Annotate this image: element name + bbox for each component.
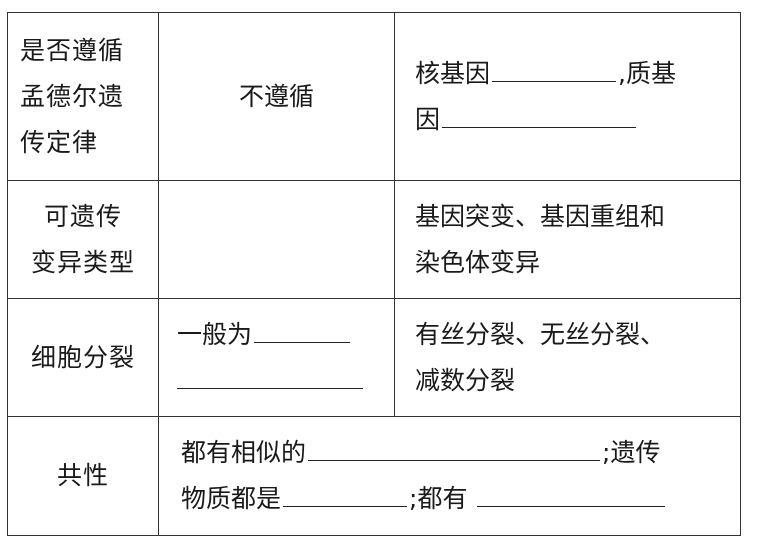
fill-blank-cytoplasmic-gene[interactable] [442,99,637,128]
row-label-commonality: 共性 [7,416,159,536]
fill-blank-division-a[interactable] [254,314,351,343]
comparison-table: 是否遵循 孟德尔遗 传定律 不遵循 核基因 ,质基 因 可遗传 变异类型 [7,12,741,536]
cell-variation-c: 基因突变、基因重组和 染色体变异 [394,180,741,299]
cell-line: 都有相似的 ;遗传 [181,430,732,476]
label-line: 传定律 [20,127,99,157]
cell-line: 染色体变异 [415,247,541,277]
label-line: 孟德尔遗 [20,81,125,111]
cell-division-c: 有丝分裂、无丝分裂、 减数分裂 [394,298,741,417]
text-fragment: 核基因 [415,58,491,88]
row-label-division: 细胞分裂 [7,298,159,417]
cell-line: 因 [415,97,732,143]
fill-blank-division-b[interactable] [177,360,363,389]
text-fragment: 一般为 [177,319,253,349]
cell-line: 减数分裂 [415,365,516,395]
cell-line: 基因突变、基因重组和 [415,201,666,231]
table-row-mendel: 是否遵循 孟德尔遗 传定律 不遵循 核基因 ,质基 因 [7,12,741,181]
label-line: 变异类型 [30,247,135,277]
table-row-division: 细胞分裂 一般为 有丝分裂、无丝分裂、 减数分裂 [7,298,741,417]
text-fragment: ;都有 [409,484,468,513]
text-fragment: 因 [415,104,441,134]
label-text: 共性 [56,461,109,490]
cell-division-b: 一般为 [158,298,395,417]
row-label-mendel: 是否遵循 孟德尔遗 传定律 [7,12,159,181]
text-fragment: 物质都是 [181,484,282,513]
cell-variation-b [158,180,395,299]
fill-blank-genetic-material[interactable] [283,478,408,507]
row-label-variation: 可遗传 变异类型 [7,180,159,299]
fill-blank-similar-structure[interactable] [308,432,601,461]
text-fragment: 都有相似的 [181,438,307,467]
fill-blank-nuclear-gene[interactable] [492,53,617,82]
cell-line: 有丝分裂、无丝分裂、 [415,319,666,349]
label-text: 细胞分裂 [30,342,135,372]
fill-blank-shared-feature[interactable] [477,478,666,507]
cell-line: 核基因 ,质基 [415,51,732,97]
cell-mendel-c: 核基因 ,质基 因 [394,12,741,181]
label-line: 是否遵循 [20,35,125,65]
cell-commonality-merged: 都有相似的 ;遗传 物质都是 ;都有 [158,416,741,536]
cell-line [177,358,386,404]
cell-line: 物质都是 ;都有 [181,476,732,522]
text-fragment: ,质基 [618,58,676,88]
cell-mendel-b: 不遵循 [158,12,395,181]
cell-line: 一般为 [177,312,386,358]
table-row-variation: 可遗传 变异类型 基因突变、基因重组和 染色体变异 [7,180,741,299]
label-line: 可遗传 [43,201,122,231]
table-row-commonality: 共性 都有相似的 ;遗传 物质都是 ;都有 [7,416,741,536]
text-fragment: ;遗传 [602,438,661,467]
cell-text: 不遵循 [238,81,314,111]
